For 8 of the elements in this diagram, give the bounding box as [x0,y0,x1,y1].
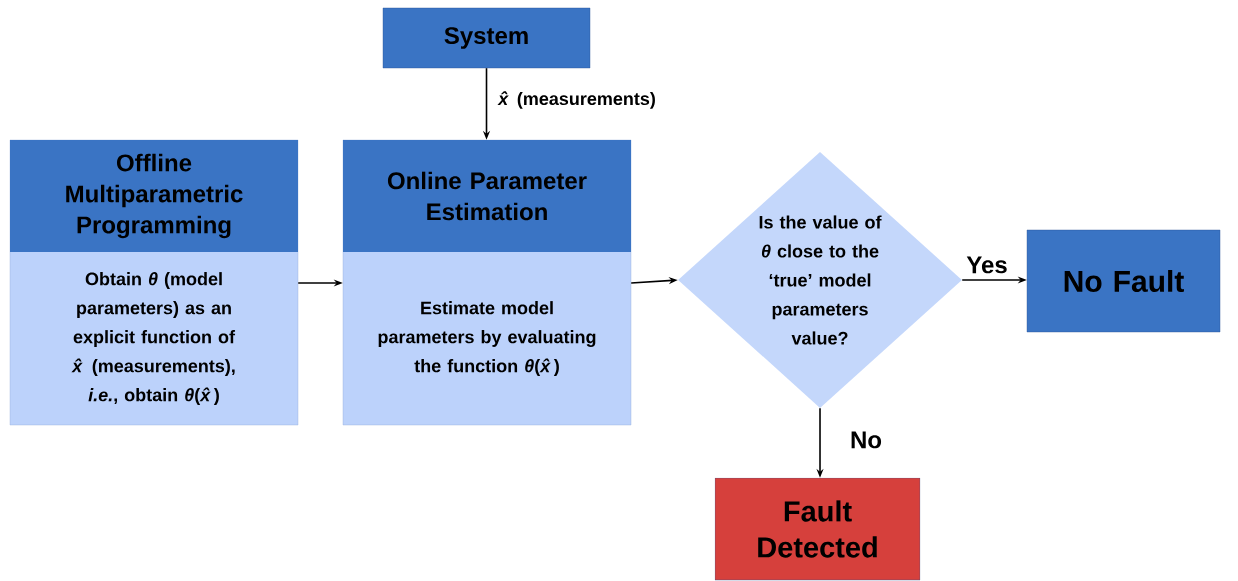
process-box: Offline Multiparametric Programming Obtain θ (model parameters) as an explicit function of x̂ (measurements), i.e., obtain θ(x̂) [9,139,299,426]
edge-label: x̂ (measurements) [497,90,657,110]
process-box: Fault Detected [714,477,921,581]
edge-label: Yes [965,255,1009,275]
edge-label: No [849,430,883,450]
process-box: Online Parameter Estimation Estimate model parameters by evaluating the function θ(x̂) [342,139,632,426]
process-box: No Fault [1026,229,1221,333]
process-box: System [382,7,591,69]
